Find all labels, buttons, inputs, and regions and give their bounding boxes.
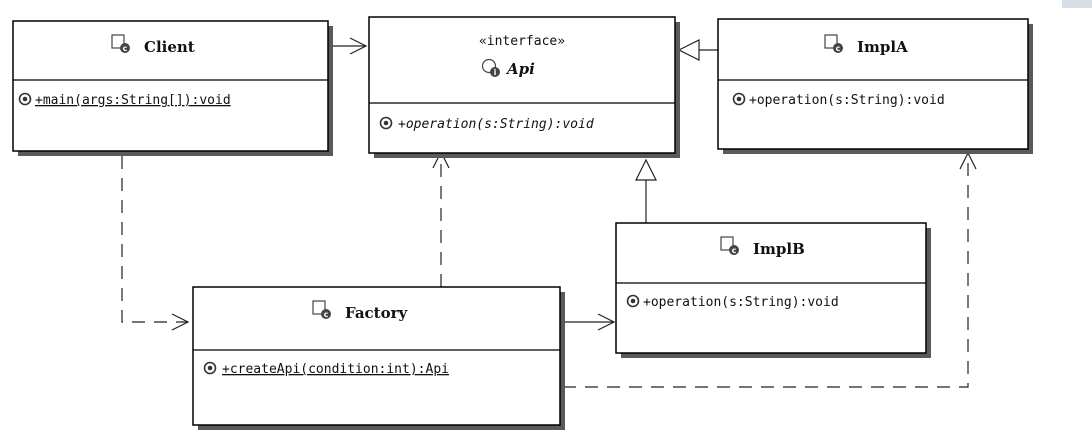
assoc-factory-implb — [563, 313, 616, 331]
method-icon — [379, 116, 393, 130]
method-icon — [18, 92, 32, 106]
window-corner — [1062, 0, 1092, 8]
method-createapi: +createApi(condition:int):Api — [222, 362, 449, 377]
method-icon — [203, 361, 217, 375]
realization-impla-api — [677, 39, 718, 61]
method-icon — [732, 92, 746, 106]
class-name: ImplB — [753, 240, 805, 258]
interface-name: Api — [505, 60, 535, 78]
method-main: +main(args:String[]):void — [35, 93, 231, 108]
realization-implb-api — [635, 158, 657, 223]
method-operation: +operation(s:String):void — [643, 295, 839, 310]
dependency-factory-api — [432, 150, 450, 287]
class-factory[interactable]: Factory +createApi(condition:int):Api — [192, 286, 565, 430]
stereotype-label: «interface» — [479, 34, 565, 49]
method-operation: +operation(s:String):void — [749, 93, 945, 108]
dependency-client-factory — [121, 156, 190, 331]
assoc-client-api — [327, 37, 368, 55]
class-implb[interactable]: ImplB +operation(s:String):void — [615, 222, 931, 358]
class-name: Factory — [345, 304, 409, 322]
interface-api[interactable]: «interface» Api +operation(s:String):voi… — [368, 16, 680, 158]
class-impla[interactable]: ImplA +operation(s:String):void — [717, 18, 1033, 154]
class-client[interactable]: Client +main(args:String[]):void — [12, 20, 333, 156]
class-name: ImplA — [857, 38, 908, 56]
method-operation: +operation(s:String):void — [398, 117, 594, 132]
method-icon — [626, 294, 640, 308]
class-name: Client — [144, 38, 195, 56]
